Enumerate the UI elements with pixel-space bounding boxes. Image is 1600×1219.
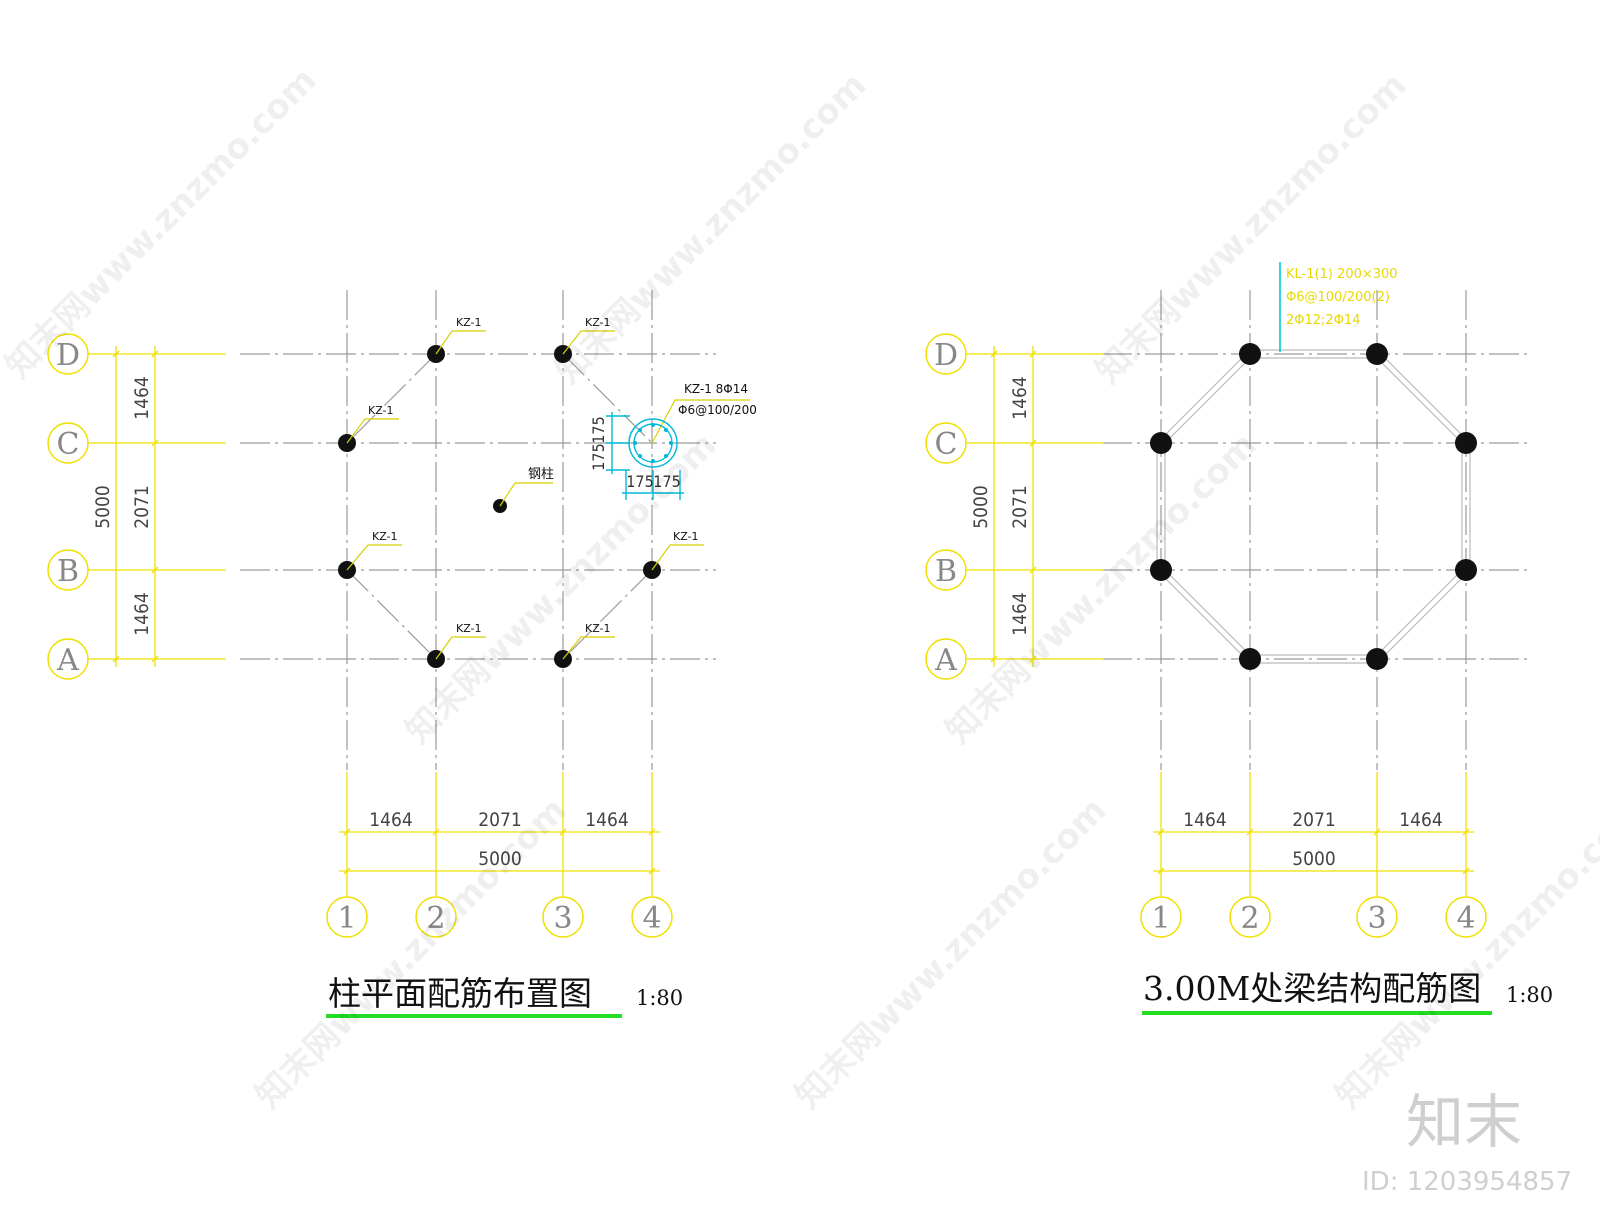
right-col-label-4: 4 <box>1456 901 1475 936</box>
left-plan-scale: 1:80 <box>636 986 683 1010</box>
left-hdim-span-3: 1464 <box>585 809 629 831</box>
left-vdim-span-2: 2071 <box>131 485 153 529</box>
diagonal-watermarks: 知末网www.znzmo.com 知末网www.znzmo.com 知末网www… <box>0 60 1600 1116</box>
left-plan-title: 柱平面配筋布置图 <box>328 974 592 1013</box>
right-row-label-a: A <box>934 643 957 678</box>
section-note-rebar: KZ-1 8Φ14 <box>684 382 748 396</box>
left-grid <box>240 290 716 770</box>
right-vdim-total: 5000 <box>970 485 992 529</box>
left-vertical-dims: 5000 1464 2071 1464 <box>92 346 226 667</box>
watermark-text: 知末网www.znzmo.com <box>1328 790 1600 1116</box>
left-col-bubbles: 1 2 3 4 <box>326 896 673 938</box>
column-label-kz1: KZ-1 <box>673 530 699 543</box>
left-row-bubbles: D C B A <box>47 333 112 680</box>
right-row-label-b: B <box>935 554 957 589</box>
brand-logo: 知末 <box>1406 1088 1522 1156</box>
column-label-kz1: KZ-1 <box>368 404 394 417</box>
right-hdim-span-1: 1464 <box>1183 809 1227 831</box>
left-row-label-c: C <box>57 427 80 462</box>
watermark-text: 知末网www.znzmo.com <box>0 60 324 386</box>
beam-callout: KL-1(1) 200×300 Φ6@100/200(2) 2Φ12;2Φ14 <box>1279 262 1398 352</box>
left-col-label-4: 4 <box>642 901 661 936</box>
section-dim-v1: 175 <box>589 416 608 443</box>
right-hdim-span-3: 1464 <box>1399 809 1443 831</box>
column-label-kz1: KZ-1 <box>456 622 482 635</box>
column-section-detail: 175 175 175 175 KZ-1 8Φ14 Φ6@100/200 <box>589 382 757 500</box>
section-dim-v2: 175 <box>589 443 608 470</box>
right-col-bubbles: 1 2 3 4 <box>1140 896 1487 938</box>
column-label-kz1: KZ-1 <box>585 622 611 635</box>
right-hdim-span-2: 2071 <box>1292 809 1336 831</box>
right-plan-title: 3.00M处梁结构配筋图 <box>1143 969 1481 1008</box>
left-row-label-d: D <box>56 338 80 373</box>
section-dim-h1: 175 <box>626 472 653 491</box>
left-vdim-total: 5000 <box>92 485 114 529</box>
left-columns: KZ-1 KZ-1 KZ-1 KZ-1 KZ-1 KZ-1 KZ-1 钢柱 <box>338 316 750 668</box>
image-id: ID: 1203954857 <box>1362 1167 1572 1197</box>
right-plan: 5000 1464 2071 1464 D C B A <box>925 262 1553 1015</box>
left-hdim-total: 5000 <box>478 848 522 870</box>
right-vdim-span-3: 1464 <box>1009 592 1031 636</box>
watermark-text: 知末网www.znzmo.com <box>398 425 724 751</box>
right-row-label-c: C <box>935 427 958 462</box>
steel-column-label: 钢柱 <box>528 467 554 482</box>
beam-note-rebar: 2Φ12;2Φ14 <box>1286 313 1360 328</box>
right-horizontal-dims: 1464 2071 1464 5000 <box>1153 772 1474 896</box>
left-row-label-a: A <box>56 643 79 678</box>
watermark-text: 知末网www.znzmo.com <box>938 425 1264 751</box>
right-hdim-total: 5000 <box>1292 848 1336 870</box>
right-vdim-span-1: 1464 <box>1009 376 1031 420</box>
right-vdim-span-2: 2071 <box>1009 485 1031 529</box>
left-hdim-span-2: 2071 <box>478 809 522 831</box>
section-dim-h2: 175 <box>653 472 680 491</box>
right-row-bubbles: D C B A <box>925 333 992 680</box>
beam-note-size: KL-1(1) 200×300 <box>1286 267 1398 282</box>
watermark-text: 知末网www.znzmo.com <box>1088 65 1414 391</box>
left-horizontal-dims: 1464 2071 1464 5000 <box>339 772 660 896</box>
right-col-label-1: 1 <box>1151 901 1170 936</box>
left-col-label-2: 2 <box>426 901 445 936</box>
left-vdim-span-1: 1464 <box>131 376 153 420</box>
right-plan-scale: 1:80 <box>1506 983 1553 1007</box>
right-col-label-2: 2 <box>1240 901 1259 936</box>
column-label-kz1: KZ-1 <box>372 530 398 543</box>
right-vertical-dims: 5000 1464 2071 1464 <box>970 346 1104 667</box>
left-col-label-1: 1 <box>337 901 356 936</box>
left-plan: 5000 1464 2071 1464 D C B A <box>47 290 757 1018</box>
right-row-label-d: D <box>934 338 958 373</box>
watermark-text: 知末网www.znzmo.com <box>248 790 574 1116</box>
section-note-stirrup: Φ6@100/200 <box>678 403 757 417</box>
watermark-text: 知末网www.znzmo.com <box>788 790 1114 1116</box>
left-vdim-span-3: 1464 <box>131 592 153 636</box>
left-hdim-span-1: 1464 <box>369 809 413 831</box>
column-label-kz1: KZ-1 <box>456 316 482 329</box>
watermark-text: 知末网www.znzmo.com <box>548 65 874 391</box>
left-col-label-3: 3 <box>553 901 572 936</box>
column-label-kz1: KZ-1 <box>585 316 611 329</box>
right-columns <box>1150 343 1477 670</box>
right-col-label-3: 3 <box>1367 901 1386 936</box>
beam-note-stirrup: Φ6@100/200(2) <box>1286 290 1390 305</box>
left-row-label-b: B <box>57 554 79 589</box>
